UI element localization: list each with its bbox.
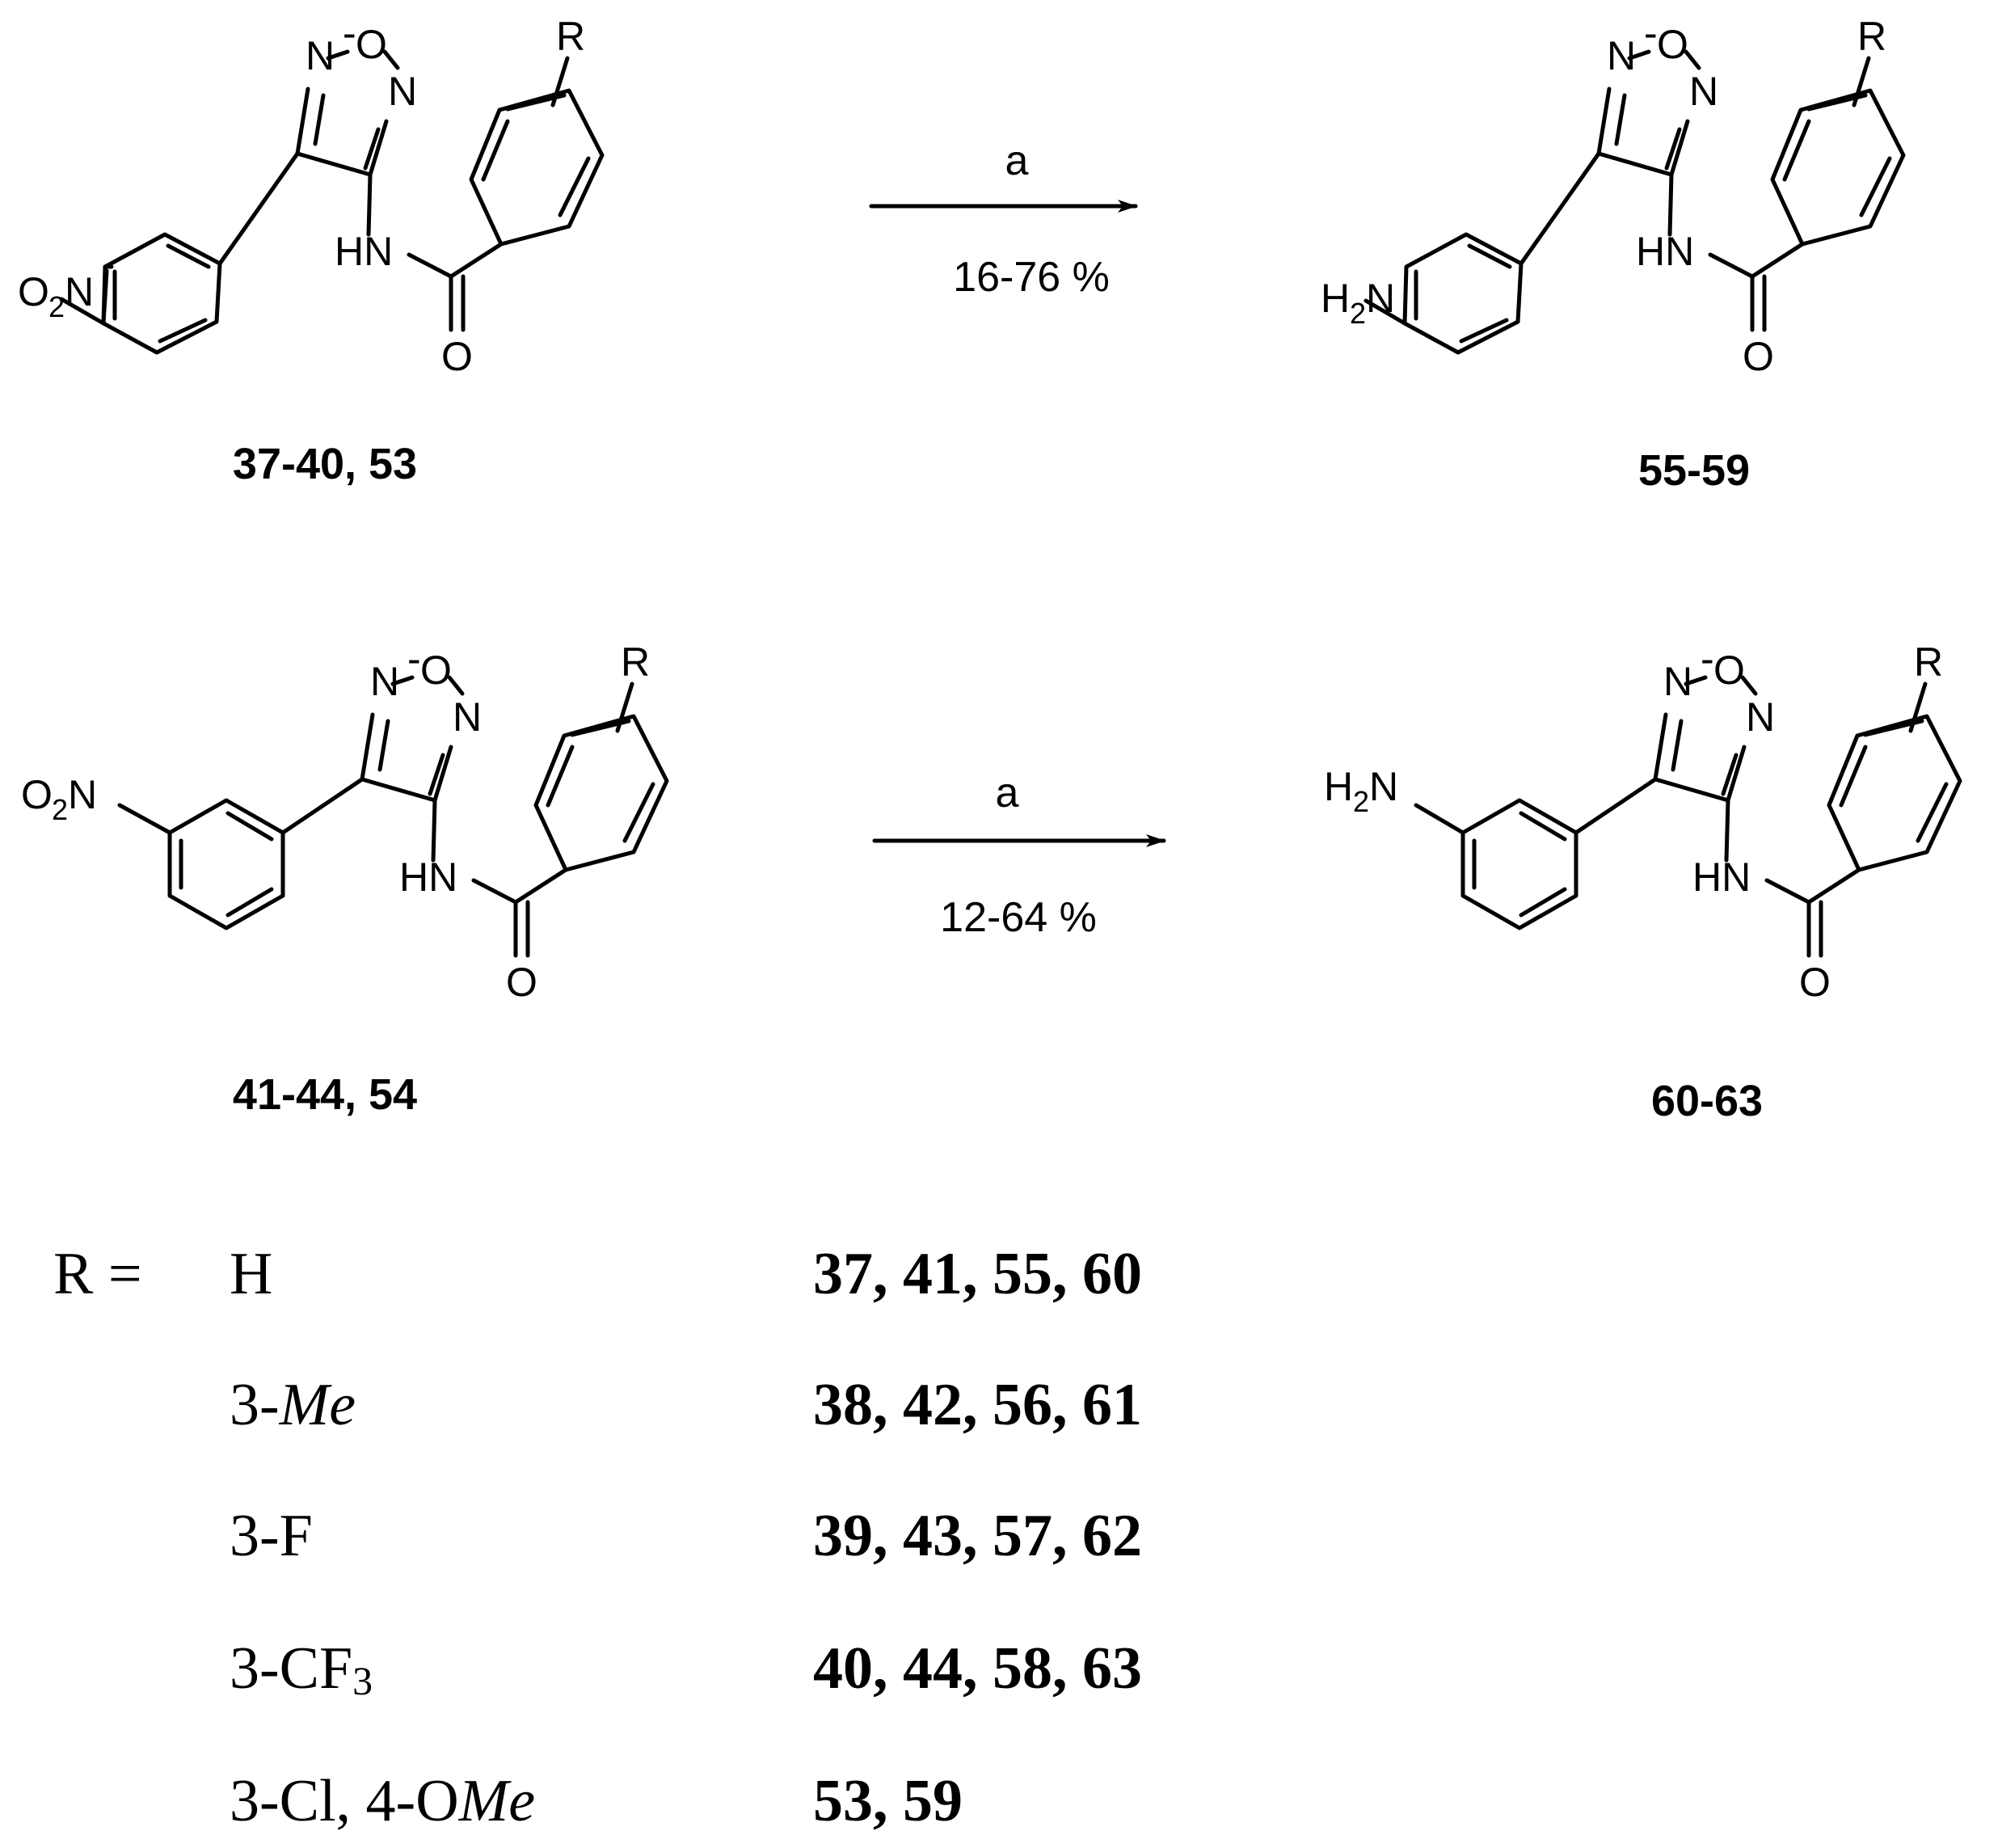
amine-subscript: 2 (1350, 297, 1366, 330)
reactant-structure-para-nitro: O 2 N (18, 11, 602, 379)
yield-label-1: 16-76 % (953, 254, 1110, 301)
r-value-3-me: 3-Me (230, 1372, 356, 1438)
amine-h-label: H (1321, 276, 1350, 321)
substituent-table: R = H 37, 41, 55, 60 3-Me 38, 42, 56, 61… (53, 1241, 1142, 1834)
amine-nitrogen-label-2: N (1369, 764, 1398, 809)
nitro-subscript: 2 (48, 290, 65, 323)
compound-list-3-cf3: 40, 44, 58, 63 (813, 1635, 1142, 1702)
r-equals-label: R = (53, 1241, 142, 1307)
nitro-nitrogen-label: N (65, 269, 94, 314)
amine-h-label-2: H (1324, 764, 1353, 809)
reagent-label-1: a (1005, 137, 1029, 184)
r-value-3-cl-4-ome: 3-Cl, 4-OMe (230, 1768, 535, 1834)
compound-list-3-cl-4-ome: 53, 59 (813, 1768, 963, 1834)
amine-subscript-2: 2 (1353, 785, 1369, 818)
product-structure-para-amino: H 2 N (1321, 11, 1903, 379)
compound-label-product-1: 55-59 (1638, 446, 1750, 495)
nitro-subscript-2: 2 (52, 793, 68, 826)
r-value-3-f: 3-F (230, 1503, 313, 1569)
compound-label-reactant-1: 37-40, 53 (233, 440, 417, 488)
reagent-label-2: a (996, 770, 1019, 816)
nitro-oxygen-label-2: O (21, 772, 53, 817)
compound-list-3-f: 39, 43, 57, 62 (813, 1503, 1142, 1569)
r-value-h: H (230, 1241, 272, 1307)
yield-label-2: 12-64 % (940, 894, 1097, 941)
nitro-nitrogen-label-2: N (68, 772, 97, 817)
nitro-oxygen-label: O (18, 269, 49, 314)
product-structure-meta-amino: H 2 N (1324, 636, 1960, 1005)
compound-list-3-me: 38, 42, 56, 61 (813, 1372, 1142, 1438)
reactant-structure-meta-nitro: O 2 N (21, 636, 667, 1005)
compound-label-reactant-2: 41-44, 54 (233, 1070, 417, 1119)
r-value-3-cf3: 3-CF3 (230, 1635, 373, 1703)
compound-list-h: 37, 41, 55, 60 (813, 1241, 1142, 1307)
amine-nitrogen-label: N (1366, 276, 1395, 321)
compound-label-product-2: 60-63 (1651, 1077, 1763, 1125)
